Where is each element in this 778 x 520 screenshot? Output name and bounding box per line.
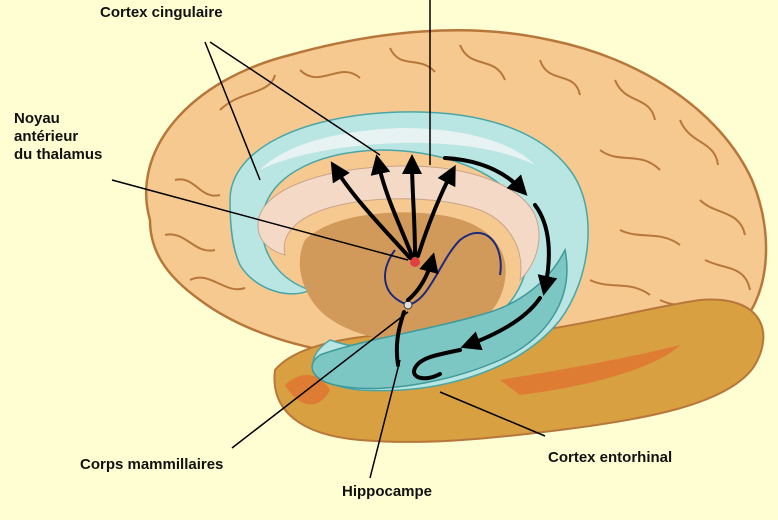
label-cortex-entorhinal: Cortex entorhinal — [548, 449, 672, 467]
label-noyau-anterieur-thalamus: Noyau antérieur du thalamus — [14, 110, 154, 164]
label-noyau-line3: du thalamus — [14, 146, 154, 164]
mammillary-body — [404, 301, 412, 309]
label-noyau-line1: Noyau — [14, 110, 154, 128]
label-hippocampe: Hippocampe — [342, 483, 432, 501]
label-corps-mammillaires: Corps mammillaires — [80, 456, 223, 474]
label-cortex-cingulaire: Cortex cingulaire — [100, 4, 223, 22]
label-noyau-line2: antérieur — [14, 128, 154, 146]
